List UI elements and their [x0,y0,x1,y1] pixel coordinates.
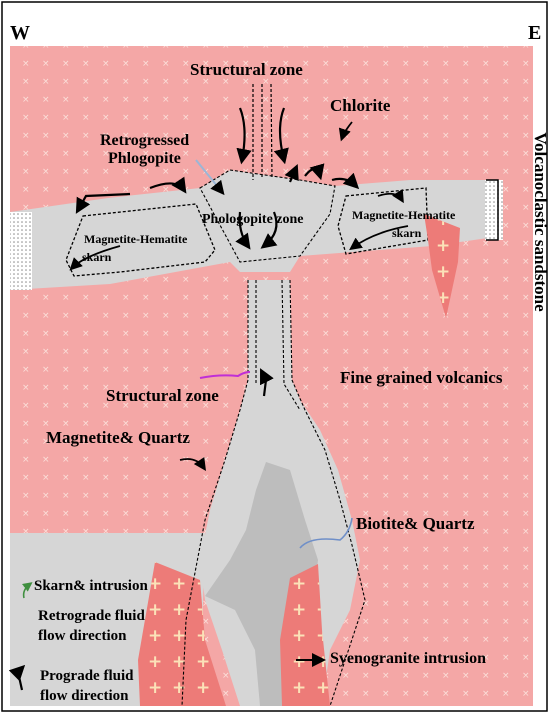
label-phologopite-zone: Phologopite zone [202,212,304,228]
label-magnetite-quartz: Magnetite& Quartz [46,428,190,448]
compass-west: W [10,22,30,45]
sandstone-block-left [10,212,32,290]
label-skarn-left-line2: skarn [82,250,111,265]
label-fine-grained-volcanics: Fine grained volcanics [340,368,502,388]
label-structural-zone-mid: Structural zone [106,386,219,406]
legend-retrograde-line1: Retrograde fluid [38,608,145,625]
label-skarn-right-line2: skarn [392,226,421,241]
legend-retrograde-line2: flow direction [38,628,126,645]
label-structural-zone-top: Structural zone [190,60,303,80]
label-skarn-left-line1: Magnetite-Hematite [84,232,187,247]
label-retrogressed-line1: Retrogressed [100,132,189,150]
sandstone-block-right [485,180,503,240]
label-chlorite: Chlorite [330,96,390,116]
legend-prograde-line1: Prograde fluid [40,668,133,685]
label-volcanoclastic-sandstone: Volcanoclastic sandstone [530,132,549,311]
legend-skarn-intrusion: Skarn& intrusion [34,578,148,595]
label-biotite-quartz: Biotite& Quartz [356,514,475,534]
legend-prograde-line2: flow direction [40,688,128,705]
label-retrogressed-line2: Phlogopite [108,150,181,168]
compass-east: E [528,22,541,45]
label-skarn-right-line1: Magnetite-Hematite [352,208,455,223]
label-syenogranite-intrusion: Syenogranite intrusion [330,650,486,668]
